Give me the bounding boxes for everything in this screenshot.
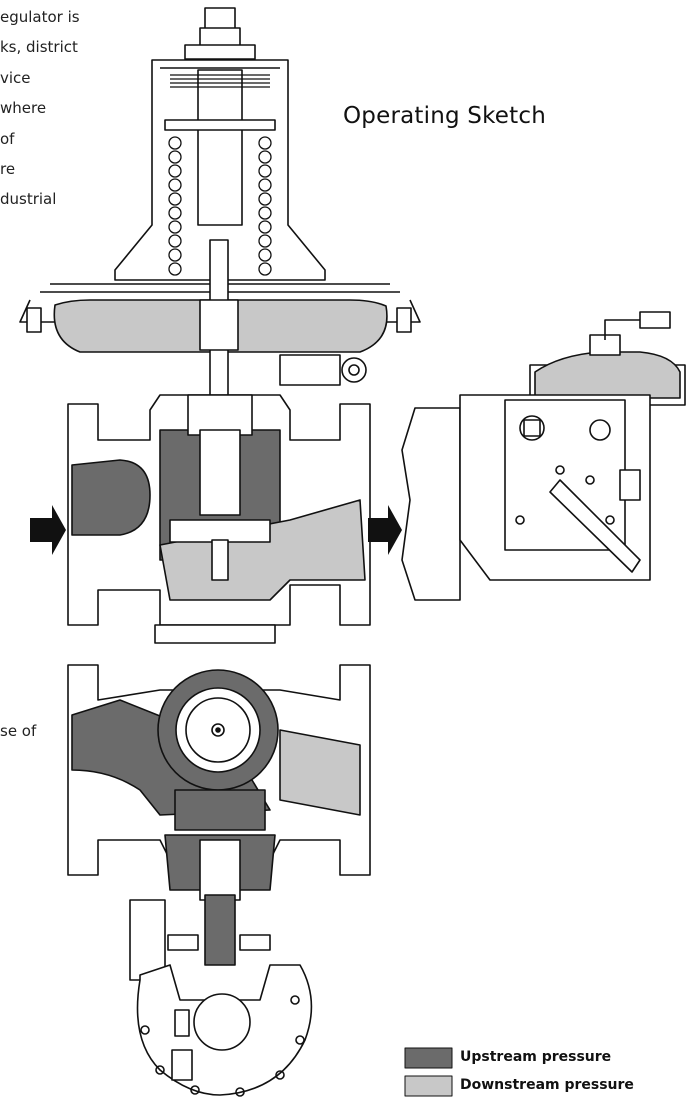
side-text-line-8: se of	[0, 722, 37, 740]
actuator-assembly	[19, 7, 421, 431]
side-text-line-4: where	[0, 99, 47, 117]
lower-housing	[129, 899, 313, 1097]
side-text-line-7: dustrial	[0, 190, 57, 208]
legend-label-upstream: Upstream pressure	[460, 1049, 612, 1065]
spring-coils	[168, 136, 272, 276]
valve-body-top	[67, 394, 371, 644]
side-text-line-3: vice	[0, 69, 31, 87]
legend-swatch-upstream	[404, 1047, 453, 1069]
valve-body-bottom	[67, 664, 371, 966]
side-text-line-6: re	[0, 160, 16, 178]
legend-swatch-downstream	[404, 1075, 453, 1097]
legend-label-downstream: Downstream pressure	[460, 1077, 634, 1093]
flow-in-arrow	[30, 505, 66, 555]
side-text-line-2: ks, district	[0, 38, 78, 56]
pilot-assembly	[401, 311, 686, 601]
side-text-line-5: of	[0, 130, 15, 148]
sketch-title: Operating Sketch	[343, 103, 546, 129]
flow-out-arrow	[368, 505, 402, 555]
side-text-line-1: egulator is	[0, 8, 80, 26]
